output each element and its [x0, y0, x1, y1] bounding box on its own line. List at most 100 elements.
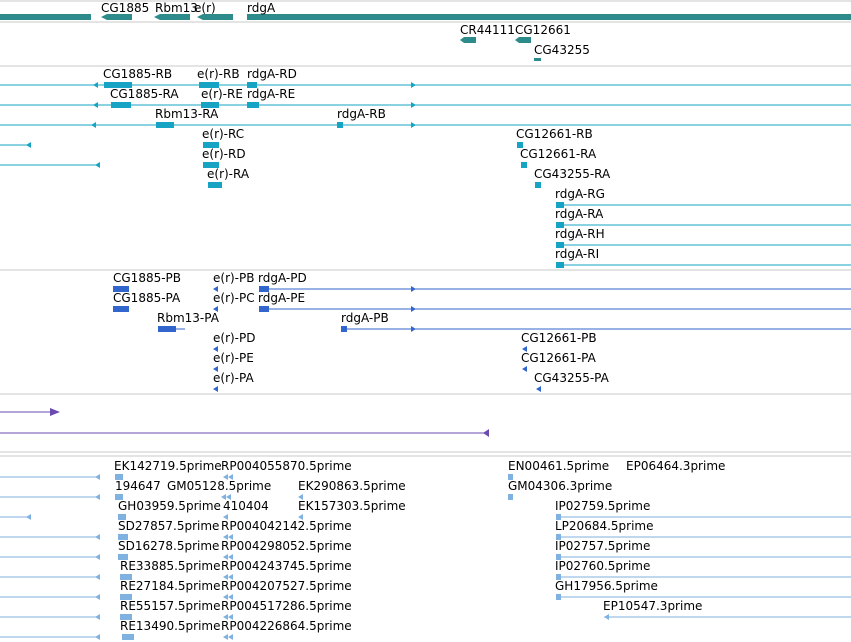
- protein-label[interactable]: CG12661-PB: [521, 331, 597, 345]
- transcript-exon[interactable]: [556, 262, 564, 268]
- protein-block[interactable]: [341, 326, 347, 332]
- est-block[interactable]: [556, 514, 561, 520]
- transcript-exon[interactable]: [104, 82, 132, 88]
- protein-label[interactable]: CG1885-PA: [113, 291, 181, 305]
- est-label[interactable]: RP004042142.5prime: [221, 519, 352, 533]
- est-block[interactable]: [118, 514, 126, 520]
- transcript-label[interactable]: Rbm13-RA: [155, 107, 219, 121]
- transcript-exon[interactable]: [556, 222, 564, 228]
- est-label[interactable]: GM05128.5prime: [167, 479, 272, 493]
- transcript-label[interactable]: CG1885-RA: [110, 87, 179, 101]
- est-block[interactable]: [120, 614, 132, 620]
- transcript-label[interactable]: rdgA-RH: [555, 227, 605, 241]
- est-block[interactable]: [508, 494, 513, 500]
- transcript-exon[interactable]: [199, 82, 219, 88]
- est-label[interactable]: EP06464.3prime: [626, 459, 726, 473]
- protein-label[interactable]: e(r)-PE: [213, 351, 254, 365]
- est-label[interactable]: EK157303.5prime: [298, 499, 406, 513]
- est-label[interactable]: RP004298052.5prime: [221, 539, 352, 553]
- protein-block[interactable]: [259, 306, 269, 312]
- transcript-exon[interactable]: [156, 122, 174, 128]
- est-label[interactable]: SD27857.5prime: [118, 519, 220, 533]
- protein-label[interactable]: CG43255-PA: [534, 371, 609, 385]
- transcript-label[interactable]: rdgA-RI: [555, 247, 600, 261]
- transcript-exon[interactable]: [111, 102, 131, 108]
- gene-bar-rdga[interactable]: [247, 14, 851, 20]
- transcript-label[interactable]: rdgA-RA: [555, 207, 604, 221]
- est-label[interactable]: 194647: [115, 479, 161, 493]
- protein-label[interactable]: e(r)-PB: [213, 271, 255, 285]
- est-label[interactable]: GH17956.5prime: [555, 579, 658, 593]
- transcript-label[interactable]: CG12661-RB: [516, 127, 593, 141]
- gene-bar-cr44111[interactable]: [460, 37, 476, 43]
- est-block[interactable]: [556, 574, 561, 580]
- est-label[interactable]: RP004517286.5prime: [221, 599, 352, 613]
- gene-label-er[interactable]: e(r): [194, 1, 216, 15]
- protein-label[interactable]: Rbm13-PA: [157, 311, 219, 325]
- gene-bar-er[interactable]: [197, 14, 233, 20]
- transcript-exon[interactable]: [521, 162, 527, 168]
- transcript-exon[interactable]: [247, 82, 257, 88]
- est-label[interactable]: GM04306.3prime: [508, 479, 613, 493]
- transcript-exon[interactable]: [337, 122, 343, 128]
- transcript-exon[interactable]: [247, 102, 259, 108]
- est-label[interactable]: IP02760.5prime: [555, 559, 651, 573]
- transcript-label[interactable]: e(r)-RA: [207, 167, 250, 181]
- gene-label-cr44111[interactable]: CR44111: [460, 23, 515, 37]
- transcript-exon[interactable]: [208, 182, 222, 188]
- est-label[interactable]: RE55157.5prime: [120, 599, 221, 613]
- est-block[interactable]: [122, 634, 134, 640]
- gene-label-cg43255[interactable]: CG43255: [534, 43, 590, 57]
- gene-label-rdga[interactable]: rdgA: [247, 1, 276, 15]
- protein-label[interactable]: rdgA-PE: [258, 291, 306, 305]
- transcript-label[interactable]: CG1885-RB: [103, 67, 173, 81]
- transcript-label[interactable]: e(r)-RC: [202, 127, 245, 141]
- transcript-label[interactable]: CG12661-RA: [520, 147, 597, 161]
- gene-bar-cg43255[interactable]: [534, 58, 541, 61]
- gene-bar-cg12661[interactable]: [515, 37, 531, 43]
- protein-block[interactable]: [113, 286, 129, 292]
- protein-label[interactable]: CG12661-PA: [521, 351, 596, 365]
- est-block[interactable]: [556, 594, 561, 600]
- est-block[interactable]: [118, 554, 128, 560]
- protein-label[interactable]: e(r)-PC: [213, 291, 255, 305]
- est-block[interactable]: [120, 594, 132, 600]
- protein-label[interactable]: rdgA-PD: [258, 271, 307, 285]
- est-block[interactable]: [115, 494, 123, 500]
- est-label[interactable]: RE13490.5prime: [120, 619, 221, 633]
- protein-label[interactable]: rdgA-PB: [341, 311, 389, 325]
- gene-bar-cg1885[interactable]: [101, 14, 132, 20]
- gene-label-cg1885[interactable]: CG1885: [101, 1, 150, 15]
- gene-label-cg12661[interactable]: CG12661: [515, 23, 571, 37]
- protein-block[interactable]: [158, 326, 176, 332]
- transcript-exon[interactable]: [203, 162, 219, 168]
- transcript-exon[interactable]: [535, 182, 541, 188]
- est-label[interactable]: 410404: [223, 499, 269, 513]
- est-label[interactable]: IP02759.5prime: [555, 499, 651, 513]
- protein-label[interactable]: CG1885-PB: [113, 271, 182, 285]
- transcript-label[interactable]: rdgA-RD: [247, 67, 297, 81]
- transcript-label[interactable]: rdgA-RB: [337, 107, 386, 121]
- est-label[interactable]: EK142719.5prime: [114, 459, 222, 473]
- transcript-exon[interactable]: [203, 142, 219, 148]
- est-label[interactable]: IP02757.5prime: [555, 539, 651, 553]
- transcript-label[interactable]: e(r)-RD: [202, 147, 246, 161]
- protein-label[interactable]: e(r)-PA: [213, 371, 254, 385]
- gene-label-rbm13[interactable]: Rbm13: [155, 1, 198, 15]
- est-block[interactable]: [118, 534, 128, 540]
- transcript-exon[interactable]: [517, 142, 523, 148]
- transcript-exon[interactable]: [556, 202, 564, 208]
- est-label[interactable]: EN00461.5prime: [508, 459, 610, 473]
- transcript-exon[interactable]: [556, 242, 564, 248]
- est-block[interactable]: [556, 534, 561, 540]
- est-block[interactable]: [115, 474, 123, 480]
- est-block[interactable]: [120, 574, 132, 580]
- protein-label[interactable]: e(r)-PD: [213, 331, 256, 345]
- transcript-label[interactable]: e(r)-RE: [201, 87, 243, 101]
- protein-block[interactable]: [259, 286, 269, 292]
- protein-block[interactable]: [113, 306, 129, 312]
- transcript-label[interactable]: CG43255-RA: [534, 167, 611, 181]
- transcript-label[interactable]: e(r)-RB: [197, 67, 240, 81]
- transcript-exon[interactable]: [201, 102, 219, 108]
- est-label[interactable]: GH03959.5prime: [118, 499, 221, 513]
